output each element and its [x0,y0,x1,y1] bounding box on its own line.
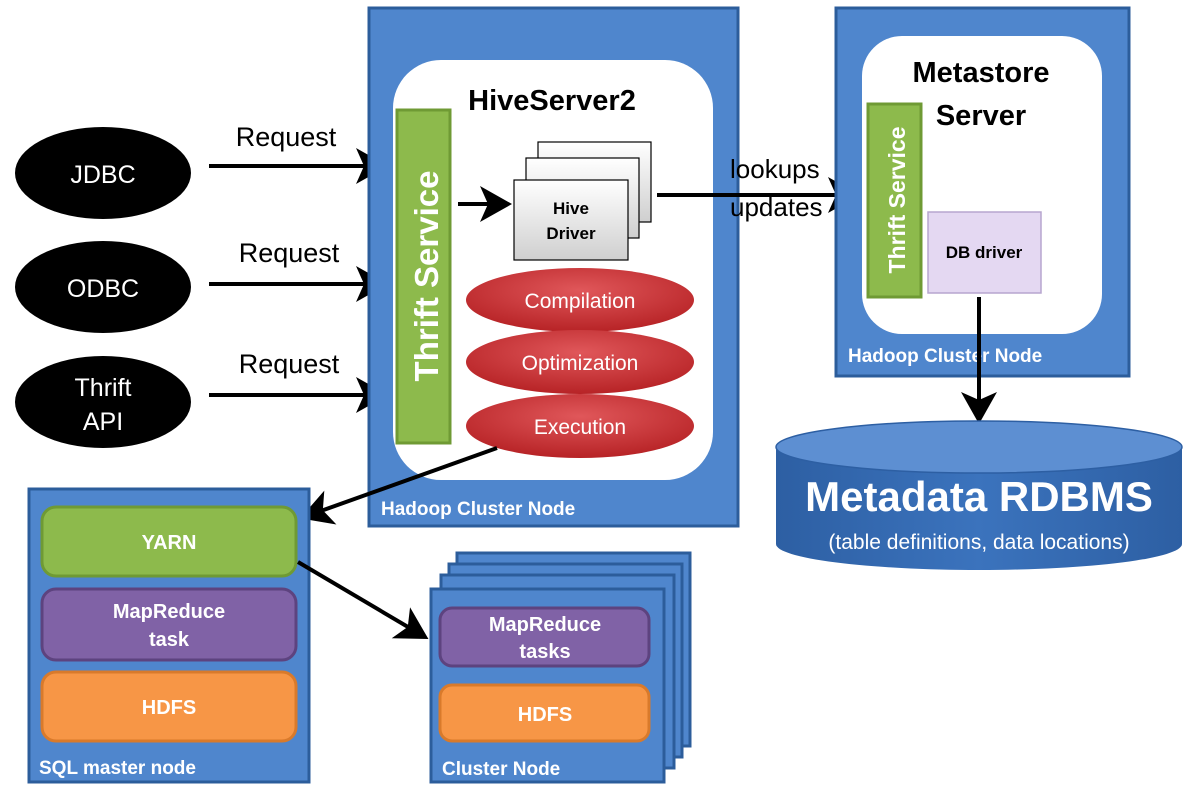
cluster-node-label: Cluster Node [442,759,560,780]
client-thrift-api-label-line2: API [83,408,123,436]
sql-master-node: YARN MapReduce task HDFS SQL master node [27,487,311,784]
stage-execution: Execution [466,394,694,458]
hiveserver2-node: HiveServer2 Thrift Service Hive Driver C… [367,6,740,528]
mapreduce-tasks-box: MapReduce tasks [438,606,651,668]
metastore-title-line1: Metastore [913,57,1050,89]
metadata-rdbms-cylinder: Metadata RDBMS (table definitions, data … [775,420,1183,570]
sql-master-node-label: SQL master node [39,758,196,779]
stage-compilation: Compilation [466,268,694,332]
request-label-odbc: Request [239,238,340,268]
stage-optimization-label: Optimization [522,352,639,375]
hiveserver2-thrift-service-label: Thrift Service [408,171,445,382]
metastore-node-label: Hadoop Cluster Node [848,346,1042,367]
stage-optimization: Optimization [466,330,694,394]
metastore-title-line2: Server [936,100,1026,132]
mapreduce-task-box: MapReduce task [40,587,298,662]
hive-driver-label-line1: Hive [553,199,589,218]
mapreduce-tasks-label-line1: MapReduce [489,614,601,636]
sql-master-hdfs-label: HDFS [142,697,196,719]
metastore-thrift-service-label: Thrift Service [884,127,910,274]
hive-driver-label-line2: Driver [546,224,596,243]
execution-to-yarn-arrow [300,446,498,525]
client-jdbc-label: JDBC [70,161,135,189]
cluster-hdfs-box: HDFS [438,683,651,743]
lookups-label: lookups [730,154,820,184]
hive-driver-stack: Hive Driver [513,141,652,261]
stage-compilation-label: Compilation [525,290,636,313]
client-odbc: ODBC [15,241,191,333]
yarn-to-cluster-arrow [296,560,429,640]
db-driver-box: DB driver [927,211,1042,294]
rdbms-title: Metadata RDBMS [805,473,1153,520]
yarn-box: YARN [40,505,298,578]
cluster-hdfs-label: HDFS [518,704,572,726]
mapreduce-tasks-label-line2: tasks [519,641,570,663]
updates-label: updates [730,192,823,222]
cluster-node-stack: MapReduce tasks HDFS Cluster Node [429,551,692,784]
hiveserver2-title: HiveServer2 [468,85,636,117]
rdbms-subtitle: (table definitions, data locations) [828,531,1129,554]
client-thrift-api: Thrift API [15,356,191,448]
hiveserver2-node-label: Hadoop Cluster Node [381,499,575,520]
mapreduce-task-label-line1: MapReduce [113,601,225,623]
metastore-thrift-service: Thrift Service [866,102,923,299]
metastore-node: Metastore Server Thrift Service DB drive… [834,6,1131,378]
stage-execution-label: Execution [534,416,626,439]
sql-master-hdfs-box: HDFS [40,670,298,743]
client-jdbc: JDBC [15,127,191,219]
request-label-jdbc: Request [236,122,337,152]
db-driver-label: DB driver [946,243,1023,262]
hiveserver2-thrift-service: Thrift Service [395,108,452,445]
client-odbc-label: ODBC [67,275,139,303]
request-label-thrift-api: Request [239,349,340,379]
mapreduce-task-label-line2: task [149,629,190,651]
yarn-label: YARN [142,532,197,554]
client-thrift-api-label-line1: Thrift [75,374,132,402]
